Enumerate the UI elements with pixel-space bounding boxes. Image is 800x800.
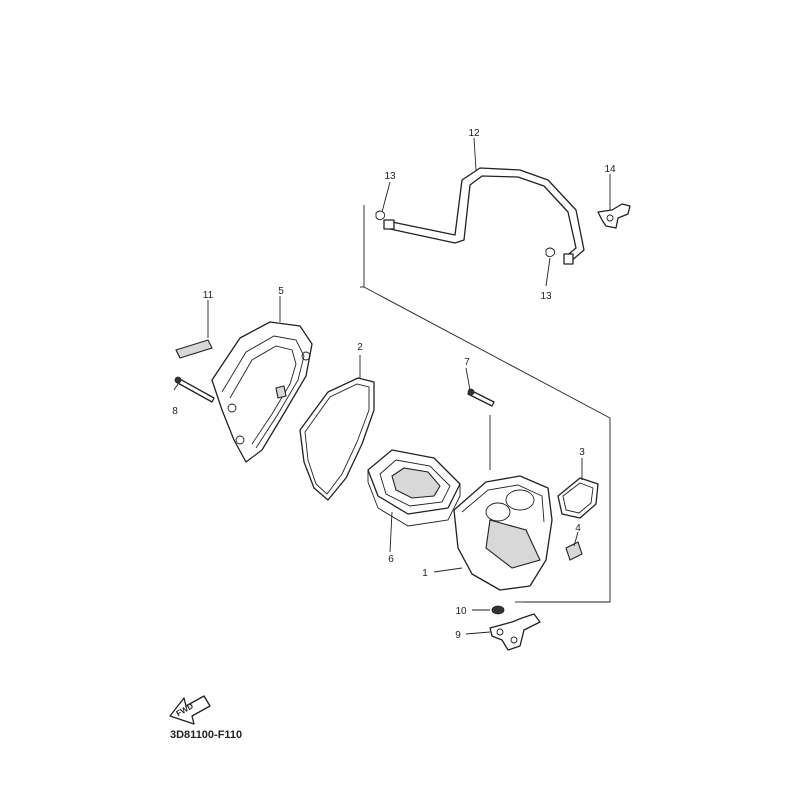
hose-clip-right	[545, 247, 556, 258]
callout-8: 8	[172, 406, 178, 417]
assembly-reference-lines	[360, 205, 611, 603]
forward-direction-arrow: FWD	[169, 695, 211, 725]
hose-clip-left	[375, 210, 386, 221]
mount-bracket	[489, 613, 541, 651]
callout-leaders	[173, 137, 611, 635]
clamp-bracket	[597, 203, 631, 229]
air-cleaner-case	[453, 475, 553, 591]
case-gasket-ring	[557, 477, 599, 519]
drain-grommet	[491, 605, 505, 615]
callout-labels: 1 2 3 4 5 6 7 8 9 10 11 12 13 13 14	[172, 128, 616, 641]
callout-4: 4	[575, 523, 581, 534]
callout-9: 9	[455, 630, 461, 641]
callout-3: 3	[579, 447, 585, 458]
callout-11: 11	[203, 290, 214, 301]
seal-strip	[175, 339, 213, 359]
case-clip	[565, 541, 583, 561]
breather-hose	[383, 167, 585, 265]
cover-gasket	[299, 377, 375, 501]
callout-5: 5	[278, 286, 284, 297]
callout-12: 12	[468, 128, 480, 139]
diagram-code: 3D81100-F110	[170, 729, 242, 741]
hose-end-right	[563, 253, 574, 265]
callout-6: 6	[388, 554, 394, 565]
hose-end-left	[383, 219, 395, 230]
callout-1: 1	[422, 568, 428, 579]
callout-14: 14	[604, 164, 616, 175]
callout-13-left: 13	[384, 171, 396, 182]
callout-7: 7	[464, 357, 470, 368]
callout-2: 2	[357, 342, 363, 353]
screw-cover	[174, 376, 215, 403]
screw-case	[467, 388, 495, 407]
callout-13-right: 13	[540, 291, 552, 302]
air-cleaner-cover	[211, 321, 313, 463]
callout-10: 10	[455, 606, 467, 617]
filter-element	[367, 449, 461, 527]
